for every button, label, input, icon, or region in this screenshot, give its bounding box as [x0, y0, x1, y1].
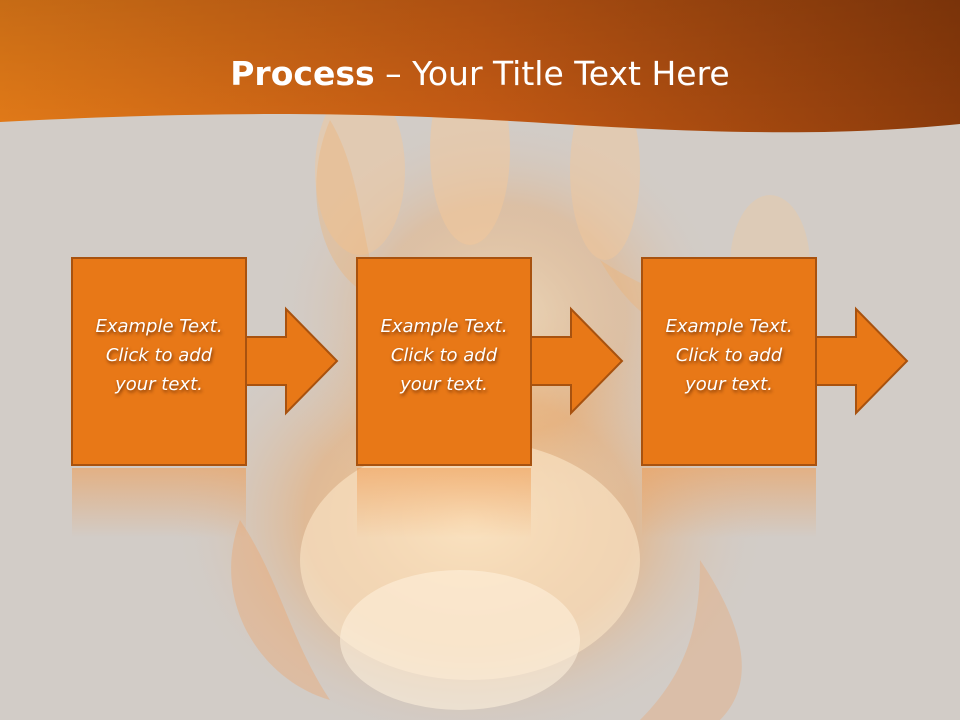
box-reflection	[72, 468, 246, 538]
process-box[interactable]	[641, 257, 817, 466]
step-text-line: Click to add	[390, 345, 498, 366]
step-text-line: your text.	[115, 374, 203, 395]
slide-title[interactable]: Process – Your Title Text Here	[0, 52, 960, 96]
arrow-right-icon	[813, 306, 909, 416]
step-text-line: your text.	[685, 374, 773, 395]
process-box[interactable]	[71, 257, 247, 466]
arrow-right-icon	[528, 306, 624, 416]
box-reflection	[357, 468, 531, 538]
step-text-line: Click to add	[105, 345, 213, 366]
process-step-3	[641, 257, 909, 466]
box-reflection	[642, 468, 816, 538]
process-step-1	[71, 257, 339, 466]
step-1-text[interactable]: Example Text. Click to add your text.	[72, 312, 246, 399]
step-text-line: Example Text.	[665, 316, 793, 337]
arrow-right-icon	[243, 306, 339, 416]
title-bold-text: Process	[230, 54, 375, 93]
step-text-line: Click to add	[675, 345, 783, 366]
step-text-line: Example Text.	[380, 316, 508, 337]
step-text-line: Example Text.	[95, 316, 223, 337]
step-text-line: your text.	[400, 374, 488, 395]
process-step-2	[356, 257, 624, 466]
step-2-text[interactable]: Example Text. Click to add your text.	[357, 312, 531, 399]
title-rest-text: – Your Title Text Here	[374, 54, 730, 93]
step-3-text[interactable]: Example Text. Click to add your text.	[642, 312, 816, 399]
process-box[interactable]	[356, 257, 532, 466]
